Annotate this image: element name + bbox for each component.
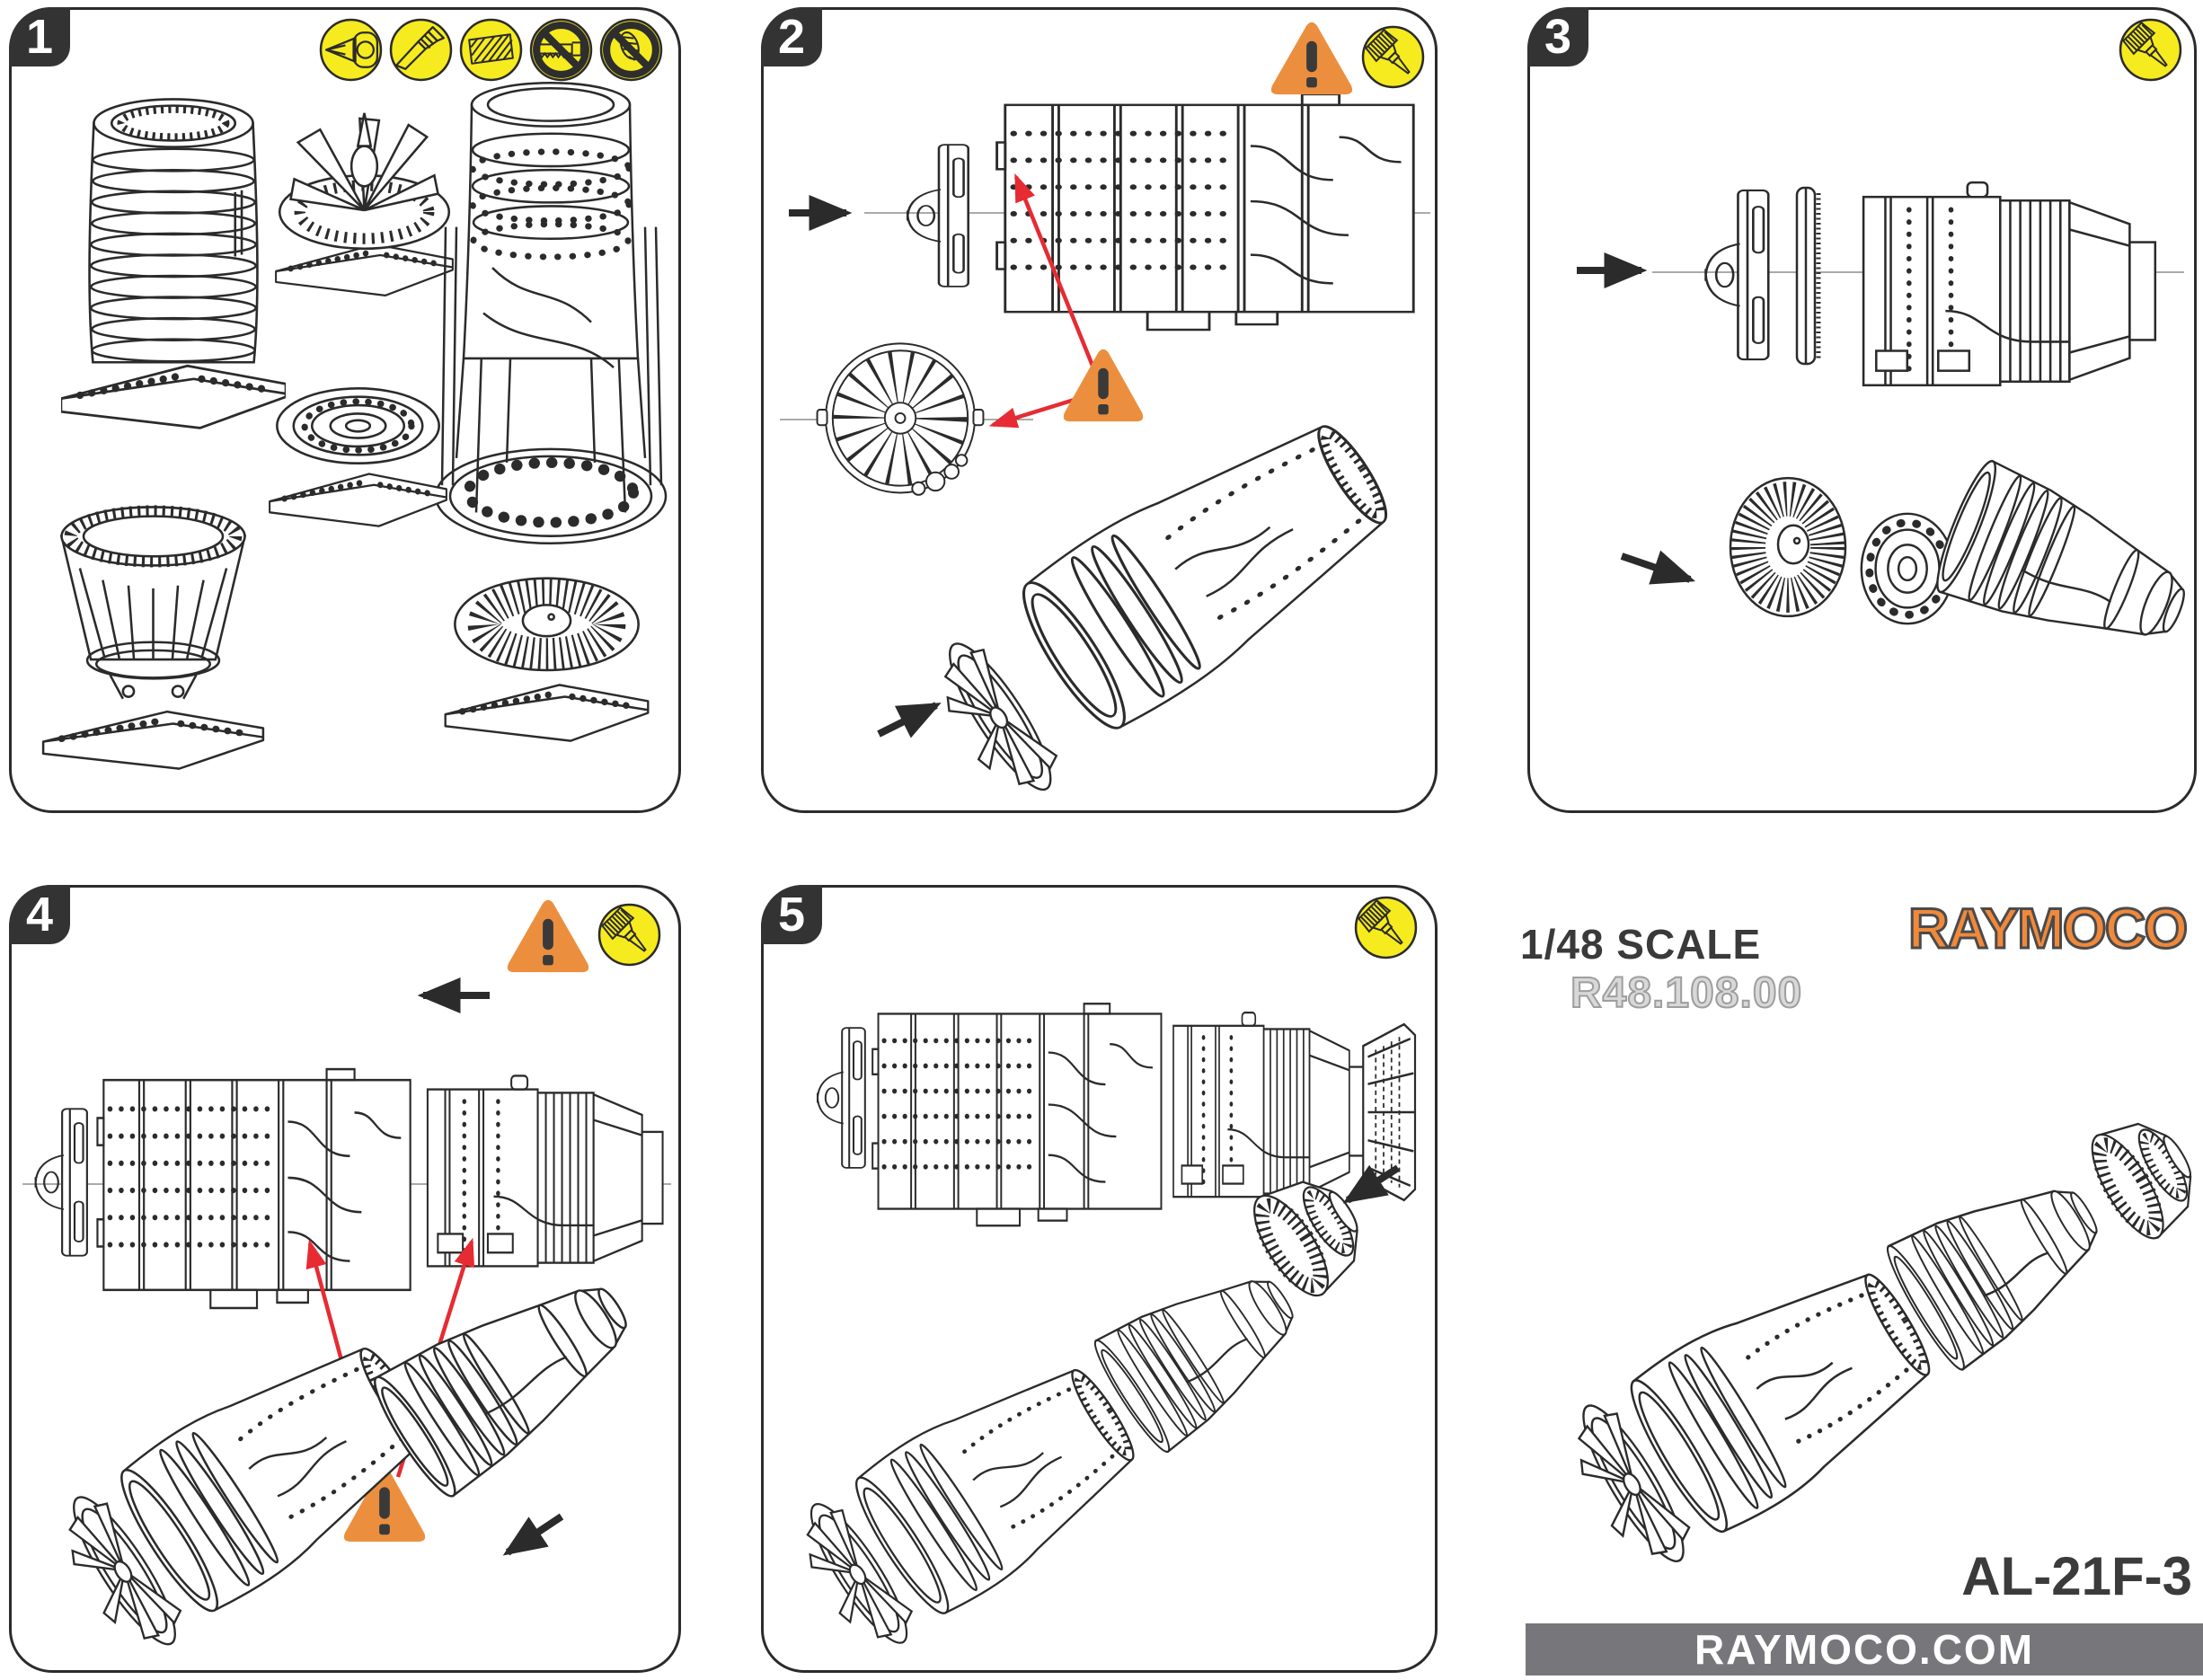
caution-pointer-arrow — [988, 395, 1081, 429]
step-3-illustration-rear-section — [1577, 10, 2194, 679]
warning-triangle-icon — [1268, 17, 1356, 96]
website-url: RAYMOCO.COM — [1694, 1626, 2035, 1673]
final-engine-illustration — [1551, 1042, 2203, 1583]
glue-brush-icon — [2118, 17, 2183, 83]
step-2-illustration-fan-assembly — [780, 10, 1430, 810]
assembly-arrow — [502, 1513, 564, 1556]
step-panel-1: 1 — [9, 7, 681, 813]
step-1-illustration-resin-parts — [12, 10, 678, 810]
step-2-tool-icons — [1268, 17, 1426, 96]
step-3-tool-icons — [2118, 17, 2183, 83]
step-panel-4: 4 — [9, 885, 681, 1673]
product-code: R48.108.00 — [1570, 968, 1803, 1018]
assembly-arrow — [877, 702, 942, 738]
hobby-knife-icon — [388, 17, 454, 83]
sanding-stick-icon — [458, 17, 524, 83]
step-1-tool-icons — [318, 17, 664, 83]
model-name: AL-21F-3 — [1961, 1546, 2192, 1606]
step-4-illustration-join-sections — [22, 977, 671, 1667]
glue-brush-icon — [597, 902, 662, 968]
step-panel-5: 5 — [761, 885, 1438, 1673]
glue-brush-icon — [1360, 24, 1426, 90]
step-4-tool-icons — [504, 895, 662, 974]
scale-label: 1/48 SCALE — [1520, 921, 1762, 968]
step-panel-2: 2 — [761, 7, 1438, 813]
step-number-3: 3 — [1527, 7, 1588, 66]
step-5-illustration-nozzle — [782, 888, 1417, 1664]
no-drilling-icon — [598, 17, 664, 83]
warning-triangle-icon — [1063, 349, 1144, 422]
step-5-tool-icons — [1353, 895, 1419, 960]
step-number-1: 1 — [9, 7, 70, 66]
step-panel-3: 3 — [1527, 7, 2197, 813]
website-bar: RAYMOCO.COM — [1526, 1623, 2203, 1676]
glue-brush-icon — [1353, 895, 1419, 960]
warning-triangle-icon — [504, 895, 592, 974]
brand-logo: RAYMOCO — [1907, 897, 2189, 962]
assembly-arrow — [1620, 550, 1696, 585]
caution-pointer-arrow — [1013, 172, 1095, 367]
sprue-cutters-icon — [318, 17, 384, 83]
no-sawing-icon — [528, 17, 594, 83]
assembly-arrow — [1342, 1164, 1401, 1204]
